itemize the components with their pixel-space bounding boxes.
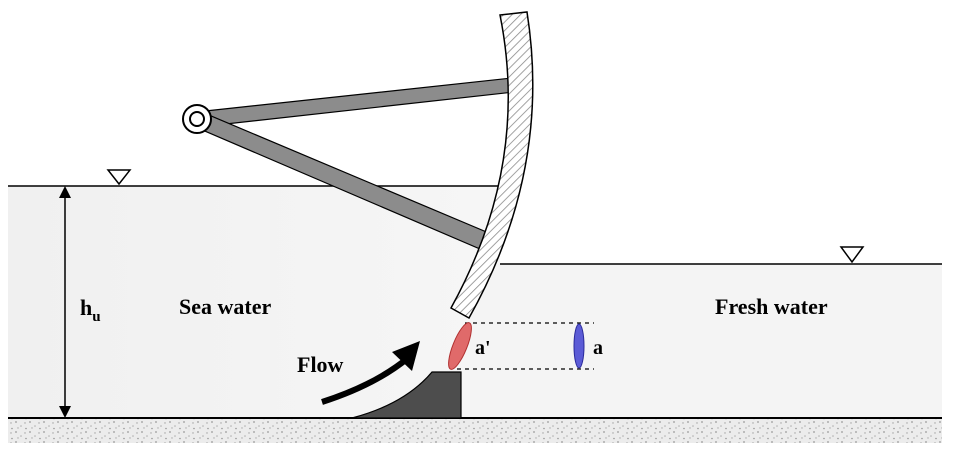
- radial-gate-leaf: [449, 11, 534, 320]
- reference-opening-ellipse: [573, 323, 585, 369]
- upper-strut: [195, 77, 515, 128]
- sea-water-body: [8, 186, 500, 418]
- gate-opening-ellipse: [448, 322, 472, 370]
- flow-arrow-shaft: [321, 355, 410, 405]
- fresh-water-body: [470, 264, 942, 418]
- flow-arrow-head: [392, 341, 420, 371]
- sea-level-marker-icon: [106, 169, 132, 186]
- fresh-water-label: Fresh water: [715, 294, 828, 319]
- gate-opening-label: a': [475, 337, 491, 359]
- reference-opening-label: a: [593, 337, 603, 359]
- sea-water-label: Sea water: [179, 294, 271, 319]
- depth-label: hu: [80, 295, 101, 325]
- depth-arrow-bottom-head: [59, 406, 71, 418]
- flow-label: Flow: [297, 352, 344, 377]
- fresh-level-marker-icon: [839, 246, 865, 264]
- pivot-inner: [189, 111, 205, 127]
- sill-ramp: [351, 371, 462, 419]
- ground-gravel: [8, 419, 942, 443]
- depth-arrow-top-head: [59, 186, 71, 198]
